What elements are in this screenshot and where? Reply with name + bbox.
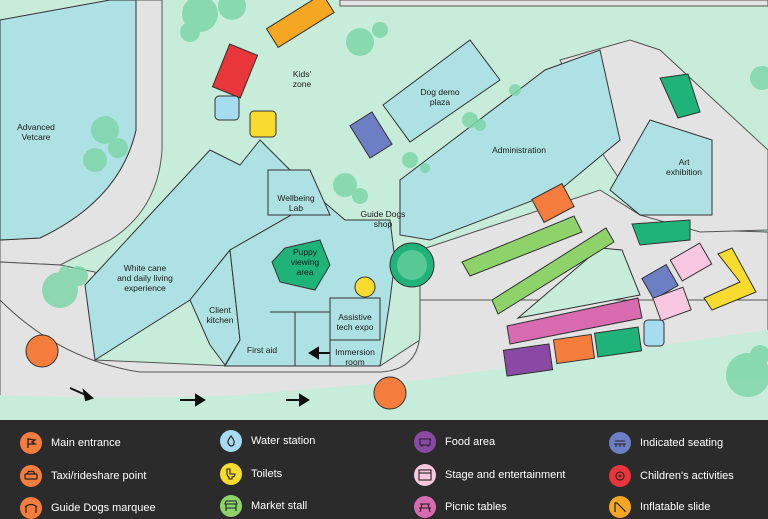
- legend-item-toilets: Toilets: [220, 463, 282, 485]
- art-exhibition-building: [609, 119, 713, 216]
- food-cart-icon: [414, 431, 436, 453]
- puppy-viewing-area: [271, 239, 331, 291]
- inflatable-slide-top: [265, 0, 335, 49]
- direction-arrows: [69, 346, 330, 407]
- legend-label: Indicated seating: [640, 437, 724, 449]
- water-drop-icon: [220, 430, 242, 452]
- legend-label: Food area: [445, 436, 496, 448]
- picnic-tables-row: [506, 297, 643, 345]
- stage-2: [652, 286, 692, 322]
- food-stall-green: [593, 326, 643, 358]
- legend-item-water: Water station: [220, 430, 315, 452]
- legend-item-seating: Indicated seating: [609, 432, 723, 454]
- seating-icon: [609, 432, 631, 454]
- slide-icon: [609, 496, 631, 518]
- picnic-table-icon: [414, 496, 436, 518]
- toilets-2: [354, 276, 376, 298]
- main-entrance-marker[interactable]: [373, 376, 407, 410]
- toilet-icon: [220, 463, 242, 485]
- legend-item-picnic: Picnic tables: [414, 496, 507, 518]
- market-stall-icon: [220, 495, 242, 517]
- legend-item-main-entrance: Main entrance: [20, 432, 121, 454]
- indicated-seating-2: [641, 263, 679, 301]
- tent-icon: [20, 497, 42, 519]
- art-green-shape-lower: [631, 219, 691, 246]
- legend-label: Guide Dogs marquee: [51, 502, 156, 514]
- children-activities-zone: [211, 43, 259, 99]
- label-kids-zone: Kids'zone: [293, 69, 312, 89]
- advanced-vetcare-building: [0, 0, 137, 241]
- water-station-2: [643, 319, 665, 347]
- legend-label: Picnic tables: [445, 501, 507, 513]
- label-first-aid: First aid: [247, 345, 278, 355]
- stage-1: [669, 242, 713, 282]
- label-administration: Administration: [492, 145, 546, 155]
- guide-dogs-marquee-1: [531, 182, 575, 224]
- water-station-1: [214, 95, 240, 121]
- dog-demo-plaza-building: [382, 39, 501, 143]
- legend-item-taxi: Taxi/rideshare point: [20, 465, 146, 487]
- toilets-1: [249, 110, 277, 138]
- legend-label: Main entrance: [51, 437, 121, 449]
- legend-label: Taxi/rideshare point: [51, 470, 147, 482]
- legend-item-marquee: Guide Dogs marquee: [20, 497, 156, 519]
- legend-label: Stage and entertainment: [445, 469, 566, 481]
- administration-building: [399, 49, 621, 241]
- legend-item-market: Market stall: [220, 495, 307, 517]
- road-verge: [0, 330, 768, 420]
- map-legend: Main entrance Taxi/rideshare point Guide…: [0, 420, 768, 519]
- legend-label: Children's activities: [640, 470, 734, 482]
- legend-label: Water station: [251, 435, 316, 447]
- legend-label: Toilets: [251, 468, 283, 480]
- food-area-1: [502, 343, 554, 377]
- flag-icon: [20, 432, 42, 454]
- stage-icon: [414, 464, 436, 486]
- indicated-seating-1: [349, 111, 393, 159]
- taxi-rideshare-point[interactable]: [25, 334, 59, 368]
- car-icon: [20, 465, 42, 487]
- roundabout-center: [397, 250, 427, 280]
- market-stall-row-2: [491, 227, 615, 315]
- legend-item-slide: Inflatable slide: [609, 496, 710, 518]
- wellbeing-lab-building: [267, 169, 331, 216]
- guide-dogs-marquee-2: [552, 333, 596, 365]
- legend-label: Inflatable slide: [640, 501, 711, 513]
- legend-item-food: Food area: [414, 431, 495, 453]
- market-stall-row-1: [461, 215, 583, 277]
- children-activities-icon: [609, 465, 631, 487]
- inflatable-slide-right: [703, 247, 757, 311]
- room-dividers: [270, 297, 381, 366]
- art-green-shape: [659, 73, 701, 119]
- legend-label: Market stall: [251, 500, 308, 512]
- legend-item-stage: Stage and entertainment: [414, 464, 565, 486]
- legend-item-children: Children's activities: [609, 465, 734, 487]
- parking-lane-island: [516, 247, 641, 319]
